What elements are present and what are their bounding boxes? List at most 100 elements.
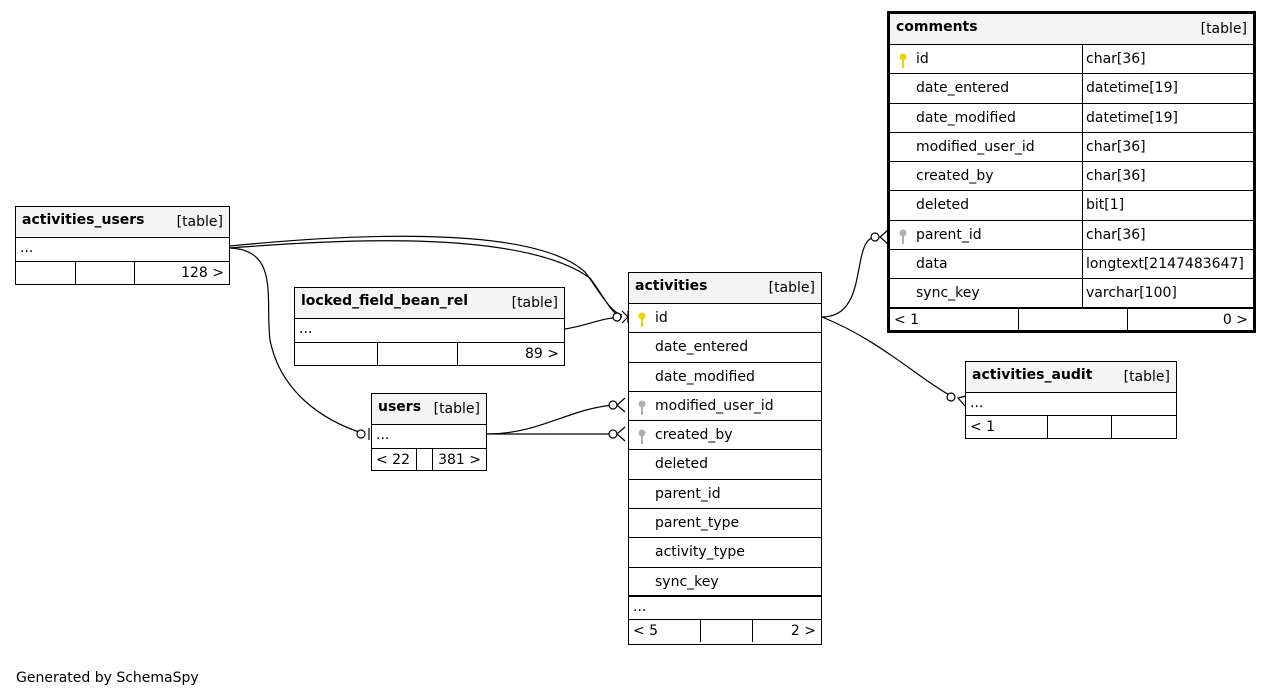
footer-divider	[700, 619, 701, 642]
column-row-parent_id[interactable]: parent_id	[629, 480, 821, 510]
parents-count[interactable]: < 1	[970, 419, 996, 435]
column-type: datetime[19]	[1086, 80, 1178, 97]
table-name: activities	[635, 278, 708, 294]
more-columns-row: ...	[295, 319, 564, 343]
table-header: users [table]	[372, 394, 486, 425]
column-divider	[1082, 220, 1083, 250]
column-row-date_modified[interactable]: date_modified datetime[19]	[890, 103, 1253, 133]
parents-count[interactable]: < 22	[376, 452, 410, 468]
table-activities_users[interactable]: activities_users [table] ... 128 >	[15, 206, 230, 285]
table-activities[interactable]: activities [table] id date_entered date_…	[628, 272, 822, 645]
column-name: activity_type	[655, 544, 745, 561]
column-type: varchar[100]	[1086, 285, 1177, 302]
column-name: date_entered	[655, 339, 749, 356]
edge-activities-to-comments	[821, 236, 876, 318]
column-name: created_by	[916, 168, 994, 185]
column-name: sync_key	[916, 285, 980, 302]
column-divider	[1082, 103, 1083, 132]
footer-divider	[1047, 416, 1048, 438]
table-kind: [table]	[176, 214, 223, 230]
edge-activities_users-to-activities-2	[229, 235, 623, 316]
table-activities_audit[interactable]: activities_audit [table] ... < 1	[965, 361, 1177, 439]
table-header: activities [table]	[629, 273, 821, 304]
primary-key-icon	[899, 53, 907, 68]
column-row-parent_id[interactable]: parent_id char[36]	[890, 220, 1253, 251]
more-columns-ellipsis: ...	[633, 598, 647, 615]
column-type: datetime[19]	[1086, 109, 1178, 126]
column-name: date_modified	[655, 368, 755, 385]
children-count[interactable]: 89 >	[525, 346, 559, 362]
footer-divider	[1127, 308, 1128, 331]
column-row-deleted[interactable]: deleted	[629, 450, 821, 480]
parents-count[interactable]: < 1	[894, 311, 920, 328]
table-footer: < 1	[966, 416, 1176, 438]
more-columns-row: ...	[966, 393, 1176, 416]
column-row-data[interactable]: data longtext[2147483647]	[890, 250, 1253, 280]
table-name: locked_field_bean_rel	[301, 293, 468, 309]
column-divider	[1082, 45, 1083, 74]
footer-divider	[1018, 308, 1019, 331]
column-name: id	[916, 51, 929, 67]
column-name: parent_id	[655, 485, 721, 502]
column-row-sync_key[interactable]: sync_key	[629, 568, 821, 597]
more-columns-ellipsis: ...	[376, 427, 390, 443]
foreign-key-icon	[899, 229, 907, 244]
column-name: date_modified	[916, 109, 1016, 126]
more-columns-row: ...	[629, 597, 821, 620]
table-comments[interactable]: comments [table] id char[36] date_entere…	[887, 11, 1256, 333]
children-count[interactable]: 128 >	[181, 265, 224, 281]
footer-divider	[752, 619, 753, 642]
footer-divider	[457, 343, 458, 365]
table-name: users	[378, 399, 422, 415]
table-locked_field_bean_rel[interactable]: locked_field_bean_rel [table] ... 89 >	[294, 287, 565, 366]
table-users[interactable]: users [table] ... < 22 381 >	[371, 393, 487, 471]
edge-activities_users-to-users	[229, 247, 366, 435]
children-count[interactable]: 2 >	[790, 622, 816, 639]
column-name: id	[655, 310, 668, 326]
column-row-parent_type[interactable]: parent_type	[629, 509, 821, 539]
column-row-activity_type[interactable]: activity_type	[629, 538, 821, 568]
table-footer: 128 >	[16, 262, 229, 284]
generator-caption: Generated by SchemaSpy	[16, 670, 199, 686]
column-divider	[1082, 191, 1083, 220]
column-row-modified_user_id[interactable]: modified_user_id char[36]	[890, 132, 1253, 163]
table-header: locked_field_bean_rel [table]	[295, 288, 564, 319]
footer-divider	[1111, 416, 1112, 438]
table-name: comments	[896, 19, 978, 35]
column-row-sync_key[interactable]: sync_key varchar[100]	[890, 279, 1253, 309]
table-kind: [table]	[768, 280, 815, 296]
edge-users-to-activities-modified_user_id	[486, 404, 616, 435]
column-row-modified_user_id[interactable]: modified_user_id	[629, 392, 821, 422]
column-row-id[interactable]: id	[629, 304, 821, 334]
column-divider	[1082, 250, 1083, 279]
table-kind: [table]	[511, 295, 558, 311]
column-name: data	[916, 256, 948, 273]
column-type: bit[1]	[1086, 197, 1125, 214]
column-row-date_entered[interactable]: date_entered datetime[19]	[890, 74, 1253, 104]
column-name: deleted	[655, 456, 708, 473]
column-type: longtext[2147483647]	[1086, 256, 1244, 273]
column-row-id[interactable]: id char[36]	[890, 45, 1253, 75]
table-footer: < 22 381 >	[372, 449, 486, 470]
column-name: modified_user_id	[655, 397, 774, 414]
column-type: char[36]	[1086, 226, 1146, 243]
column-row-deleted[interactable]: deleted bit[1]	[890, 191, 1253, 221]
footer-divider	[432, 449, 433, 470]
table-footer: < 1 0 >	[890, 308, 1253, 331]
parents-count[interactable]: < 5	[633, 622, 659, 639]
column-row-created_by[interactable]: created_by	[629, 421, 821, 451]
column-divider	[1082, 74, 1083, 103]
column-row-date_entered[interactable]: date_entered	[629, 333, 821, 363]
more-columns-ellipsis: ...	[299, 321, 313, 337]
column-name: created_by	[655, 427, 733, 444]
table-kind: [table]	[1123, 369, 1170, 385]
table-footer: 89 >	[295, 343, 564, 365]
column-row-date_modified[interactable]: date_modified	[629, 363, 821, 392]
children-count[interactable]: 381 >	[438, 452, 481, 468]
column-name: sync_key	[655, 573, 719, 590]
column-row-created_by[interactable]: created_by char[36]	[890, 162, 1253, 192]
column-name: deleted	[916, 197, 969, 214]
children-count[interactable]: 0 >	[1222, 311, 1248, 328]
column-name: modified_user_id	[916, 138, 1035, 155]
